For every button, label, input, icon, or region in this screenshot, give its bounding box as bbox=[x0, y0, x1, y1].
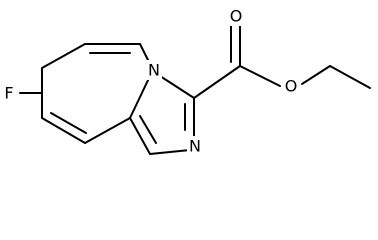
ester-oxygen-label: O bbox=[285, 77, 298, 96]
bond-c8-c8a bbox=[84, 117, 131, 144]
ester-group bbox=[193, 25, 371, 99]
imidazole-ring bbox=[129, 75, 195, 155]
bond-n2-c1 bbox=[149, 149, 191, 155]
bond-c7-c8 bbox=[41, 117, 86, 144]
bond-c8a-n4 bbox=[129, 75, 151, 119]
bond-carbonyl-o-single bbox=[239, 65, 281, 87]
pyridine-ring bbox=[41, 43, 151, 144]
ring-nitrogen-label: N bbox=[148, 61, 160, 80]
bond-c5-c6 bbox=[41, 43, 86, 69]
bond-o-ch2 bbox=[301, 65, 331, 85]
fluorine-label: F bbox=[4, 84, 13, 103]
bond-c1-c8a bbox=[129, 117, 151, 155]
carbonyl-oxygen-label: O bbox=[230, 7, 243, 26]
bond-c7-c8-inner bbox=[50, 112, 87, 134]
bond-n4-c3 bbox=[159, 75, 195, 99]
bond-ch2-ch3 bbox=[329, 65, 371, 89]
molecule-structure: F N N O O bbox=[0, 6, 371, 156]
bond-c1-c8a-inner bbox=[139, 115, 157, 144]
bond-c3-carbonyl bbox=[193, 65, 241, 99]
atom-labels: F N N O O bbox=[0, 6, 300, 156]
imidazole-nitrogen-label: N bbox=[189, 137, 201, 156]
